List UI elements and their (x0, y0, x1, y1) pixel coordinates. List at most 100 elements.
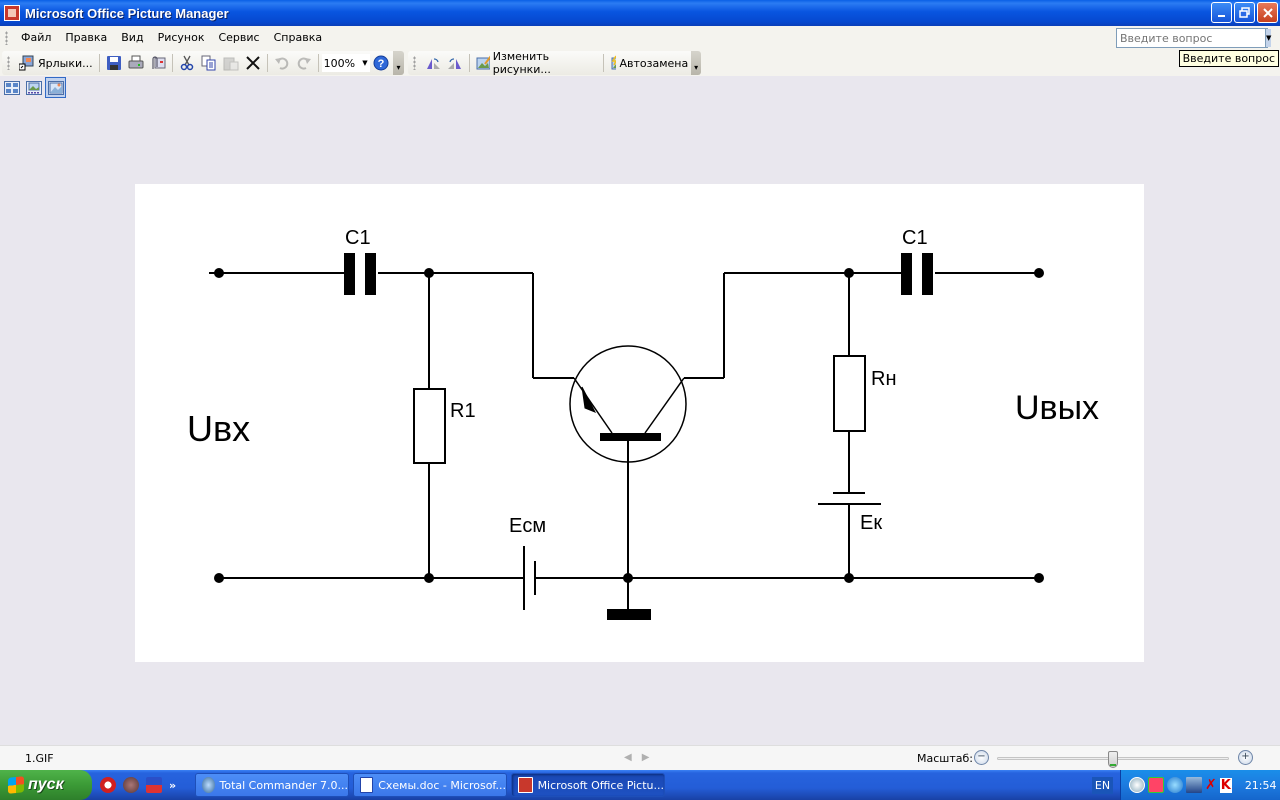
autocorrect-icon (611, 55, 617, 70)
kaspersky-icon[interactable]: K (1219, 777, 1232, 793)
help-question-box[interactable]: ▼ (1116, 28, 1272, 48)
menu-view[interactable]: Вид (121, 31, 144, 44)
quick-launch-more-icon[interactable]: » (169, 778, 177, 792)
undo-icon (274, 57, 288, 70)
cut-button[interactable] (176, 52, 198, 74)
help-button[interactable]: ? (370, 52, 392, 74)
opera-icon[interactable] (100, 777, 116, 793)
zoom-out-button[interactable]: − (974, 750, 989, 765)
minimize-button[interactable] (1211, 2, 1232, 23)
system-tray: ✗ K 21:54 (1120, 770, 1280, 800)
delete-x-icon (245, 56, 260, 70)
scissors-icon (180, 55, 193, 71)
menu-help[interactable]: Справка (273, 31, 323, 44)
floppy-icon[interactable] (146, 777, 162, 793)
menu-file[interactable]: Файл (21, 31, 52, 44)
chevron-down-icon: ▼ (1266, 34, 1272, 42)
label-e-k: Eк (860, 512, 883, 534)
single-picture-view-button[interactable] (45, 77, 66, 98)
capacitor-c1-left-plate (344, 253, 355, 295)
toolbar-grip[interactable] (7, 56, 10, 70)
zoom-in-icon: + (1241, 751, 1250, 762)
label-rn: Rн (871, 368, 897, 390)
shortcuts-button[interactable]: Ярлыки... (16, 52, 96, 74)
rotate-right-icon (447, 58, 461, 69)
task-label: Схемы.doc - Microsof... (378, 778, 506, 792)
restore-button[interactable] (1234, 2, 1255, 23)
zoom-select-value: 100% (323, 56, 356, 70)
terminal-dot (214, 573, 224, 583)
show-hidden-icons-button[interactable] (1129, 777, 1145, 793)
task-label: Microsoft Office Pictu... (537, 778, 664, 792)
picture-canvas[interactable]: C1 C1 R1 Rн Uвх Uвых Eсм Eк (135, 184, 1144, 662)
email-button[interactable] (147, 52, 169, 74)
media-icon[interactable] (123, 777, 139, 793)
redo-button[interactable] (293, 52, 315, 74)
paste-button[interactable] (220, 52, 242, 74)
print-button[interactable] (125, 52, 147, 74)
task-picture-manager[interactable]: Microsoft Office Pictu... (511, 773, 665, 797)
thumbnail-view-button[interactable] (1, 77, 22, 98)
rotate-left-button[interactable] (422, 52, 444, 74)
zoom-select[interactable]: 100% ▼ (321, 54, 370, 72)
language-indicator[interactable]: EN (1092, 777, 1113, 794)
messenger-icon[interactable] (1148, 777, 1164, 793)
menu-picture[interactable]: Рисунок (157, 31, 205, 44)
copy-button[interactable] (198, 52, 220, 74)
app-icon (4, 5, 20, 21)
network-connection-icon[interactable] (1186, 777, 1202, 793)
filmstrip-view-button[interactable] (23, 77, 44, 98)
edit-pictures-button[interactable]: Изменить рисунки... (473, 50, 601, 76)
label-e-bias: Eсм (509, 515, 547, 537)
undo-button[interactable] (271, 52, 293, 74)
junction-dot (424, 268, 434, 278)
terminal-dot (214, 268, 224, 278)
terminal-dot (1034, 268, 1044, 278)
toolbar-separator (317, 54, 319, 72)
save-button[interactable] (103, 52, 125, 74)
menu-grip[interactable] (5, 31, 8, 45)
delete-button[interactable] (242, 52, 264, 74)
word-icon (360, 777, 374, 793)
save-icon (106, 56, 121, 70)
toolbar-grip[interactable] (413, 56, 416, 70)
label-u-out: Uвых (1015, 389, 1100, 427)
autocorrect-button[interactable]: Автозамена (607, 52, 691, 74)
toolbar-options-button[interactable]: ▾ (393, 51, 404, 75)
status-bar: 1.GIF ◀ ▶ Масштаб: − + (0, 745, 1280, 770)
label-u-in: Uвх (187, 408, 251, 449)
start-button[interactable]: пуск (0, 770, 92, 800)
windows-logo-icon (8, 776, 24, 794)
security-x-icon[interactable]: ✗ (1205, 777, 1217, 793)
toolbar-options-icon: ▾ (396, 63, 401, 72)
zoom-in-button[interactable]: + (1238, 750, 1253, 765)
close-button[interactable] (1257, 2, 1278, 23)
edit-picture-icon (476, 55, 490, 70)
zoom-slider-thumb[interactable] (1108, 751, 1118, 768)
menu-tools[interactable]: Сервис (218, 31, 260, 44)
task-total-commander[interactable]: Total Commander 7.0... (195, 773, 349, 797)
help-dropdown-button[interactable]: ▼ (1265, 29, 1272, 47)
network-globe-icon[interactable] (1167, 777, 1183, 793)
toolbar-options-button[interactable]: ▾ (691, 51, 701, 75)
menu-edit[interactable]: Правка (65, 31, 108, 44)
redo-icon (297, 57, 311, 70)
chevron-down-icon: ▼ (362, 59, 368, 67)
print-icon (128, 55, 144, 69)
label-c1-left: C1 (345, 227, 371, 249)
next-picture-icon[interactable]: ▶ (641, 752, 650, 763)
paste-icon (223, 57, 239, 71)
window-controls (1211, 2, 1278, 23)
edit-pictures-label: Изменить рисунки... (492, 50, 551, 76)
toolbar-separator (98, 54, 100, 72)
shortcuts-icon (19, 55, 34, 71)
previous-picture-icon[interactable]: ◀ (624, 752, 632, 763)
toolbar-separator (468, 54, 470, 72)
close-icon (1262, 7, 1273, 18)
rotate-right-button[interactable] (444, 52, 466, 74)
title-bar: Microsoft Office Picture Manager (0, 0, 1280, 26)
help-question-input[interactable] (1117, 29, 1265, 47)
task-label: Total Commander 7.0... (219, 778, 349, 792)
transistor-emitter-arrow (581, 386, 597, 413)
task-word-document[interactable]: Схемы.doc - Microsof... (353, 773, 507, 797)
